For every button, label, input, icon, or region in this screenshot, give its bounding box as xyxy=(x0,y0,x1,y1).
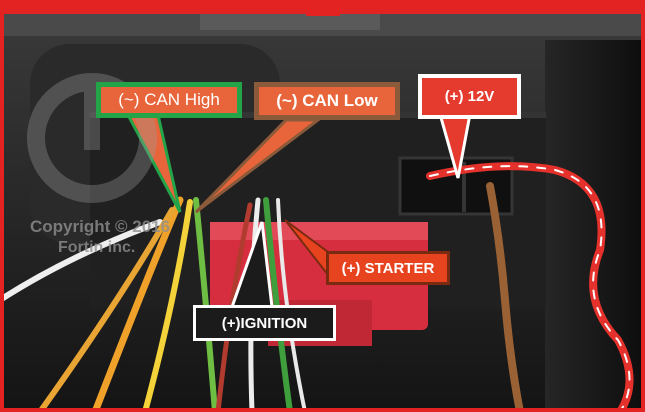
brown-wire xyxy=(486,182,524,412)
label-starter: (+) STARTER xyxy=(326,251,450,285)
label-can-high: (~) CAN High xyxy=(96,82,242,118)
can-low-pointer xyxy=(194,118,323,214)
green-wire-left xyxy=(193,197,218,412)
label-12v-text: (+) 12V xyxy=(444,88,495,105)
orange-yellow-wire xyxy=(37,207,175,412)
label-can-low-text: (~) CAN Low xyxy=(276,91,378,110)
label-12v: (+) 12V xyxy=(418,74,521,119)
orange-wire xyxy=(91,196,184,412)
red-12v-wire-stripe xyxy=(429,165,631,412)
dark-right-area xyxy=(545,40,645,412)
green-wire xyxy=(263,197,293,412)
label-can-low: (~) CAN Low xyxy=(254,82,400,120)
label-starter-text: (+) STARTER xyxy=(341,259,435,277)
top-red-notch xyxy=(306,0,340,16)
yellow-wire xyxy=(142,199,193,412)
watermark-company: Fortin inc. xyxy=(58,239,135,256)
white-green-wire xyxy=(276,198,307,412)
wires xyxy=(0,162,634,412)
watermark-copyright: Copyright © 2016 xyxy=(30,217,170,236)
label-ignition: (+)IGNITION xyxy=(193,305,336,341)
connector-divider xyxy=(462,162,466,212)
label-can-high-text: (~) CAN High xyxy=(118,90,220,109)
white-wire xyxy=(0,219,163,303)
label-ignition-text: (+)IGNITION xyxy=(221,314,308,332)
